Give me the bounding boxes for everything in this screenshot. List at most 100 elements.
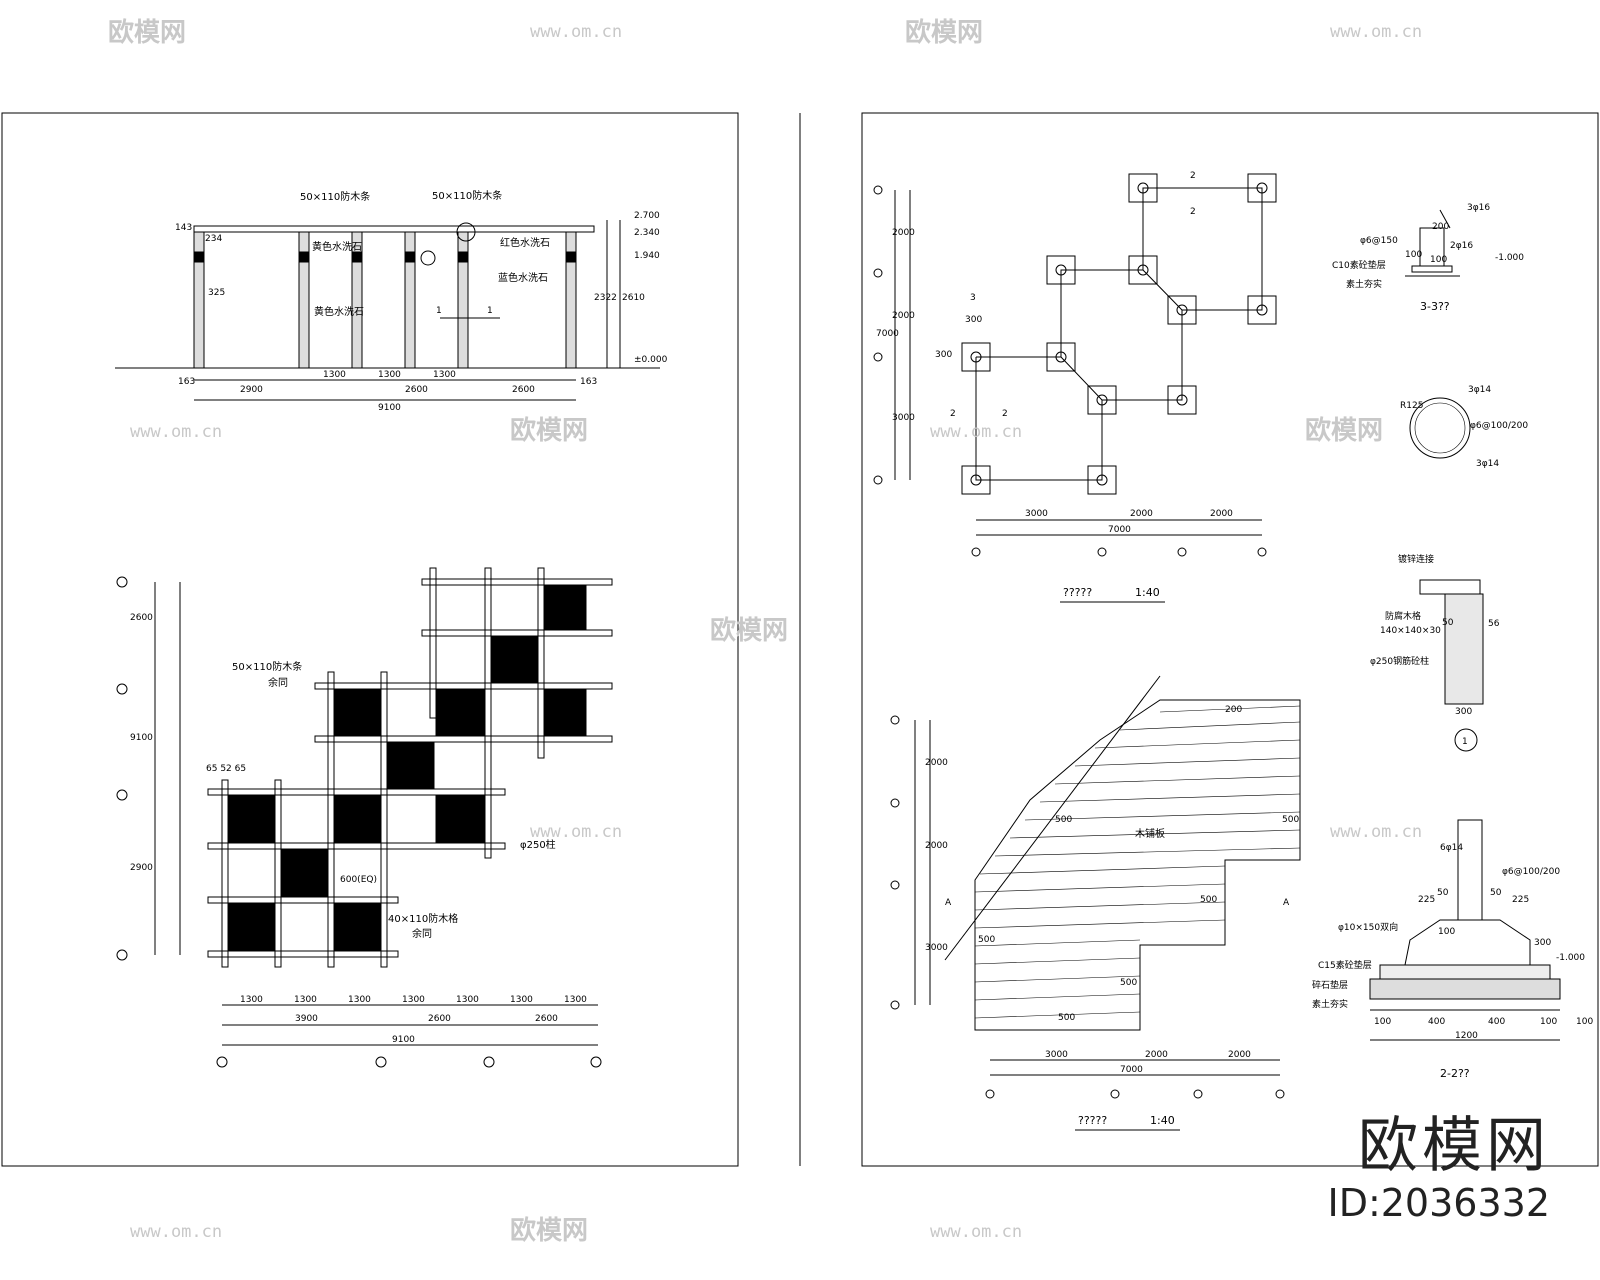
elev-col-dim-325: 325 [208, 288, 225, 298]
d3-label-6: -1.000 [1495, 253, 1524, 263]
foundation-plan: 2000 2000 7000 3000 3000 2000 2000 7000 … [873, 171, 1277, 603]
fplan-bottom-dim-1: 2000 [1130, 509, 1153, 519]
elev-side-dim-143: 143 [175, 223, 192, 233]
elev-bottom-dim-3: 1300 [378, 370, 401, 380]
d2-label-4: 50 [1490, 888, 1502, 898]
deck-scale: 1:40 [1150, 1114, 1175, 1127]
watermark-large-brand: 欧模网 [1358, 1111, 1550, 1181]
watermark-brand-5: 欧模网 [710, 616, 789, 646]
plan-bottom-dim-5: 1300 [510, 995, 533, 1005]
d1-label-0: 镀锌连接 [1398, 553, 1434, 565]
watermark-brand-2: 欧模网 [905, 18, 984, 48]
elev-label-stone-red: 红色水洗石 [500, 236, 550, 249]
pergola-plan: 50×110防木条 余同 φ250柱 600(EQ) 40×110防木格 余同 … [116, 567, 613, 1068]
d3-label-4: 100 [1405, 250, 1422, 260]
elev-bottom-dim-2: 1300 [323, 370, 346, 380]
plan-bottom-dim-row2-0: 3900 [295, 1014, 318, 1024]
d2-label-12: -1.000 [1556, 953, 1585, 963]
d2-label-15: 400 [1488, 1017, 1505, 1027]
d3-label-1: 3φ16 [1467, 203, 1490, 213]
deck-note-material: 木铺板 [1135, 827, 1165, 840]
fplan-title: ????? [1063, 586, 1092, 599]
plan-bottom-dim-6: 1300 [564, 995, 587, 1005]
deck-plan: 2000 2000 3000 3000 2000 2000 7000 200 5… [890, 675, 1301, 1131]
detail-round-column: R125 3φ14 φ6@100/200 3φ14 [1400, 385, 1528, 469]
d3-label-5: 100 [1430, 255, 1447, 265]
deck-section-mark-a1: A [945, 898, 952, 908]
d2-label-0: 6φ14 [1440, 843, 1463, 853]
watermark-url-4: www.om.cn [930, 422, 1023, 442]
deck-note-0: 200 [1225, 705, 1242, 715]
d1-label-2: 140×140×30 [1380, 626, 1441, 636]
elev-label-stone-yellow: 黄色水洗石 [312, 240, 362, 253]
d2-label-6: φ10×150双向 [1338, 921, 1398, 933]
right-sheet-frame [861, 112, 1599, 1167]
deck-left-dim-0: 2000 [925, 758, 948, 768]
watermark-url-5: www.om.cn [530, 822, 623, 842]
elev-total-dim: 9100 [378, 403, 401, 413]
watermark-url-2: www.om.cn [1330, 22, 1423, 42]
watermark-brand-4: 欧模网 [1305, 416, 1384, 446]
fplan-left-dim-1: 2000 [892, 311, 915, 321]
elev-bottom-dim-4: 2600 [405, 385, 428, 395]
elev-label-stone-blue: 蓝色水洗石 [498, 271, 548, 284]
elev-label-stone-yellow-2: 黄色水洗石 [314, 305, 364, 318]
fplan-post-size-w: 300 [965, 315, 982, 325]
plan-left-dim-1: 9100 [130, 733, 153, 743]
d1-label-4: 50 [1442, 618, 1454, 628]
elev-level-3: 1.940 [634, 251, 660, 261]
fplan-mark-3: 2 [950, 409, 956, 419]
fplan-total-dim: 7000 [1108, 525, 1131, 535]
plan-bottom-dim-4: 1300 [456, 995, 479, 1005]
watermark-brand-3: 欧模网 [510, 416, 589, 446]
deck-left-dim-2: 3000 [925, 943, 948, 953]
watermark-url-3: www.om.cn [130, 422, 223, 442]
plan-label-spacing: 600(EQ) [340, 875, 377, 885]
elev-side-dim-2610: 2610 [622, 293, 645, 303]
d2-label-14: 400 [1428, 1017, 1445, 1027]
deck-boards [974, 705, 1301, 1019]
plan-bottom-dim-row2-1: 2600 [428, 1014, 451, 1024]
fplan-bottom-dim-0: 3000 [1025, 509, 1048, 519]
watermark-url-6: www.om.cn [1330, 822, 1423, 842]
watermark-brand-1: 欧模网 [108, 18, 187, 48]
d1-label-1: 防腐木格 [1385, 610, 1421, 622]
plan-bottom-dim-row2-2: 2600 [535, 1014, 558, 1024]
d2-label-10: 碎石垫层 [1312, 979, 1348, 991]
elev-bottom-dim-5: 1300 [433, 370, 456, 380]
left-sheet-frame [1, 112, 739, 1167]
elev-col-dim-234: 234 [205, 234, 222, 244]
fplan-mark-0: 2 [1190, 171, 1196, 181]
fplan-bottom-dim-2: 2000 [1210, 509, 1233, 519]
dr-label-3: 3φ14 [1476, 459, 1499, 469]
elev-level-4: ±0.000 [634, 355, 668, 365]
watermark-url-7: www.om.cn [130, 1222, 223, 1242]
elev-label-beam: 50×110防木条 [300, 190, 370, 203]
d1-label-6: 300 [1455, 707, 1472, 717]
elev-bottom-dim-7: 163 [580, 377, 597, 387]
d2-label-8: 300 [1534, 938, 1551, 948]
footing-posts [961, 173, 1277, 495]
fplan-mark-2: 3 [970, 293, 976, 303]
fplan-post-size-h: 300 [935, 350, 952, 360]
fplan-left-dim-total: 7000 [876, 329, 899, 339]
elev-bottom-dim-0: 163 [178, 377, 195, 387]
deck-section-mark-a2: A [1283, 898, 1290, 908]
d2-label-13: 100 [1374, 1017, 1391, 1027]
detail-1: 镀锌连接 防腐木格 140×140×30 φ250钢筋砼柱 50 56 300 … [1370, 553, 1500, 752]
deck-total-dim: 7000 [1120, 1065, 1143, 1075]
deck-title: ????? [1078, 1114, 1107, 1127]
detail-2-2: 6φ14 φ6@100/200 50 225 50 225 φ10×150双向 … [1312, 819, 1593, 1080]
d2-label-17: 1200 [1455, 1031, 1478, 1041]
watermark-id: ID:2036332 [1327, 1181, 1550, 1225]
watermark-url-8: www.om.cn [930, 1222, 1023, 1242]
fplan-left-dim-0: 2000 [892, 228, 915, 238]
deck-bottom-dim-2: 2000 [1228, 1050, 1251, 1060]
plan-label-beam: 50×110防木条 [232, 660, 302, 673]
d2-label-16: 100 [1540, 1017, 1557, 1027]
d3-label-3: 2φ16 [1450, 241, 1473, 251]
detail-3-3: 200 3φ16 φ6@150 2φ16 100 100 -1.000 C10素… [1332, 203, 1524, 313]
d2-label-7: 100 [1438, 927, 1455, 937]
plan-label-column: φ250柱 [520, 838, 556, 851]
